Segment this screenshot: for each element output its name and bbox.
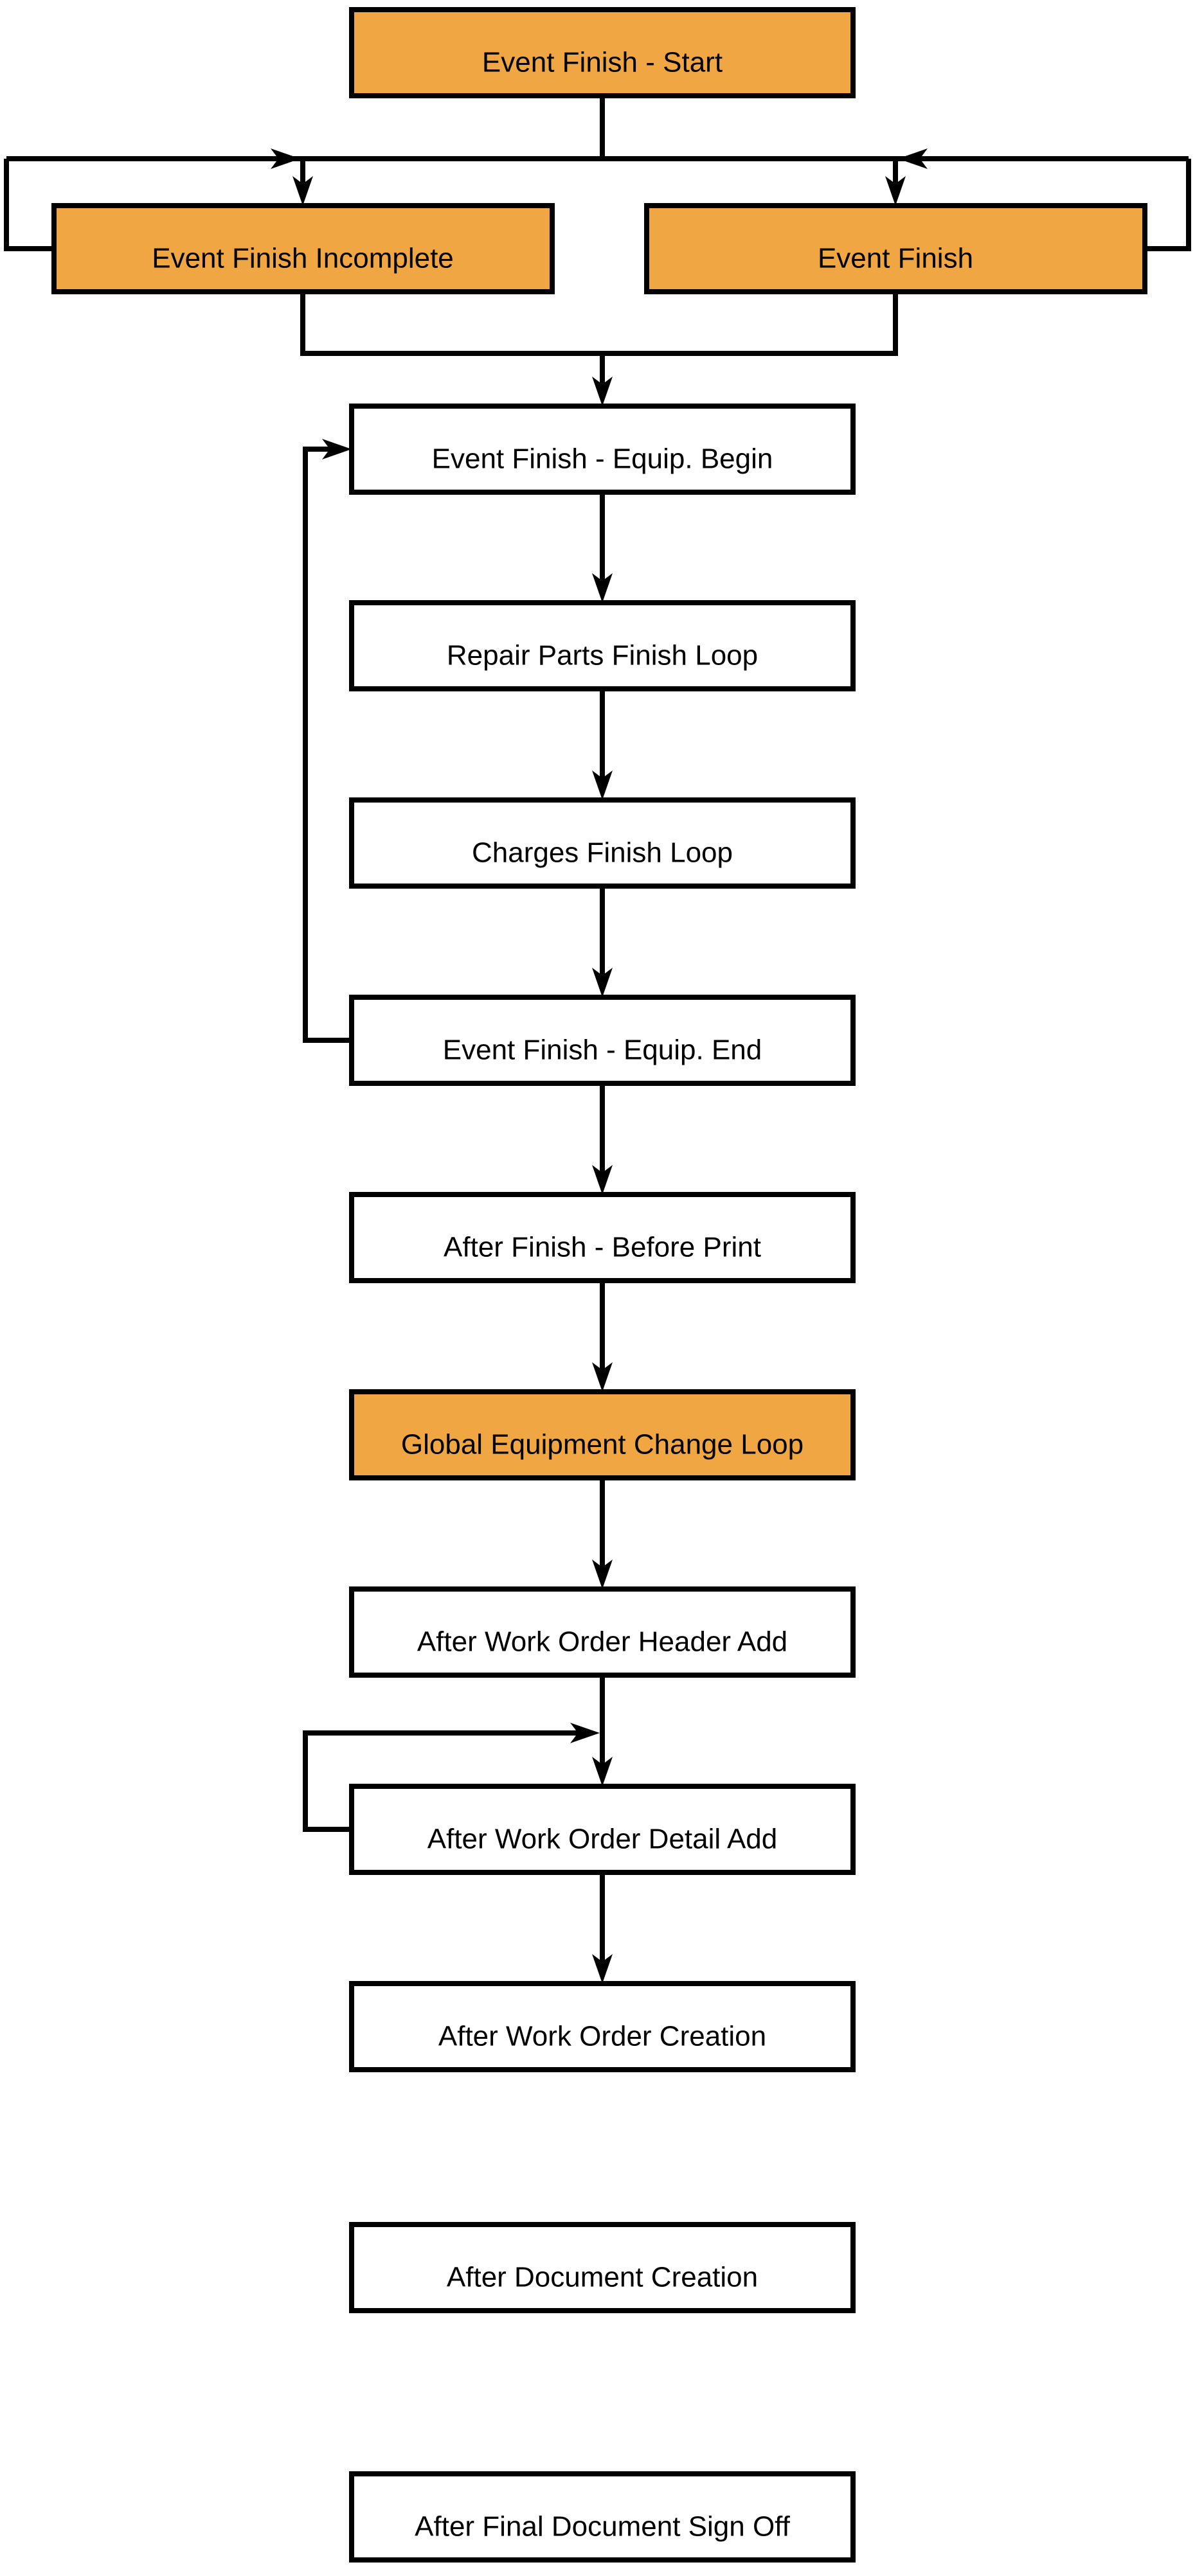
- node-label: Event Finish Incomplete: [152, 243, 454, 274]
- edge-end-loop-to-begin: [303, 447, 352, 1043]
- node-label: Global Equipment Change Loop: [401, 1429, 804, 1461]
- node-after-document-creation[interactable]: After Document Creation: [349, 2222, 856, 2313]
- arrowhead-into-global-change: [592, 1362, 613, 1392]
- node-label: Charges Finish Loop: [472, 837, 733, 869]
- node-label: After Work Order Detail Add: [427, 1824, 778, 1855]
- node-label: After Work Order Header Add: [417, 1626, 787, 1658]
- node-label: After Finish - Before Print: [444, 1232, 761, 1263]
- node-box[interactable]: [349, 1389, 856, 1480]
- arrowhead-loop-into-equip-begin: [322, 439, 352, 459]
- node-label: Event Finish - Equip. End: [443, 1035, 762, 1066]
- node-box[interactable]: [644, 203, 1147, 294]
- node-box[interactable]: [349, 2222, 856, 2313]
- node-after-work-order-detail-add[interactable]: After Work Order Detail Add: [349, 1784, 856, 1875]
- node-charges-finish-loop[interactable]: Charges Finish Loop: [349, 797, 856, 889]
- edge-detail-self-loop: [303, 1730, 578, 1832]
- edge-right-self-loop: [1142, 159, 1191, 251]
- node-box[interactable]: [349, 1192, 856, 1283]
- arrowhead-into-charges: [592, 770, 613, 800]
- arrowhead-detail-loop-merge: [570, 1723, 600, 1743]
- arrowhead-into-event-finish: [885, 176, 906, 206]
- arrowhead-into-incomplete: [292, 176, 313, 206]
- node-after-work-order-creation[interactable]: After Work Order Creation: [349, 1981, 856, 2072]
- node-global-equipment-change-loop[interactable]: Global Equipment Change Loop: [349, 1389, 856, 1480]
- node-label: Event Finish - Start: [482, 47, 723, 78]
- node-after-work-order-header-add[interactable]: After Work Order Header Add: [349, 1586, 856, 1678]
- node-box[interactable]: [51, 203, 555, 294]
- node-label: After Final Document Sign Off: [415, 2511, 790, 2543]
- arrowhead-branch-left-merge: [271, 148, 300, 169]
- node-box[interactable]: [349, 7, 856, 98]
- node-box[interactable]: [349, 404, 856, 495]
- node-box[interactable]: [349, 1586, 856, 1678]
- arrowhead-into-wo-creation: [592, 1954, 613, 1984]
- node-box[interactable]: [349, 1784, 856, 1875]
- arrowhead-into-repair-parts: [592, 573, 613, 603]
- node-box[interactable]: [349, 995, 856, 1086]
- arrowhead-into-header-add: [592, 1559, 613, 1589]
- arrowhead-into-detail-add: [592, 1757, 613, 1786]
- connectors: [4, 96, 1191, 1984]
- node-label: After Work Order Creation: [438, 2021, 766, 2052]
- node-label: Repair Parts Finish Loop: [447, 640, 758, 671]
- arrowhead-into-before-print: [592, 1165, 613, 1195]
- arrowhead-into-equip-begin: [592, 377, 613, 406]
- node-label: After Document Creation: [447, 2262, 758, 2293]
- node-label: Event Finish: [818, 243, 973, 274]
- node-after-finish-before-print[interactable]: After Finish - Before Print: [349, 1192, 856, 1283]
- node-box[interactable]: [349, 1981, 856, 2072]
- edge-branch-merge: [300, 292, 898, 356]
- node-event-finish-start[interactable]: Event Finish - Start: [349, 7, 856, 98]
- node-event-finish-equip-begin[interactable]: Event Finish - Equip. Begin: [349, 404, 856, 495]
- node-box[interactable]: [349, 600, 856, 691]
- node-event-finish-incomplete[interactable]: Event Finish Incomplete: [51, 203, 555, 294]
- node-event-finish-equip-end[interactable]: Event Finish - Equip. End: [349, 995, 856, 1086]
- arrowhead-branch-right-merge: [898, 148, 928, 169]
- node-box[interactable]: [349, 797, 856, 889]
- node-event-finish[interactable]: Event Finish: [644, 203, 1147, 294]
- node-label: Event Finish - Equip. Begin: [432, 443, 773, 475]
- arrowhead-into-equip-end: [592, 968, 613, 997]
- node-after-final-document-sign-off[interactable]: After Final Document Sign Off: [349, 2471, 856, 2563]
- node-box[interactable]: [349, 2471, 856, 2563]
- node-repair-parts-finish-loop[interactable]: Repair Parts Finish Loop: [349, 600, 856, 691]
- edge-left-self-loop: [4, 159, 57, 251]
